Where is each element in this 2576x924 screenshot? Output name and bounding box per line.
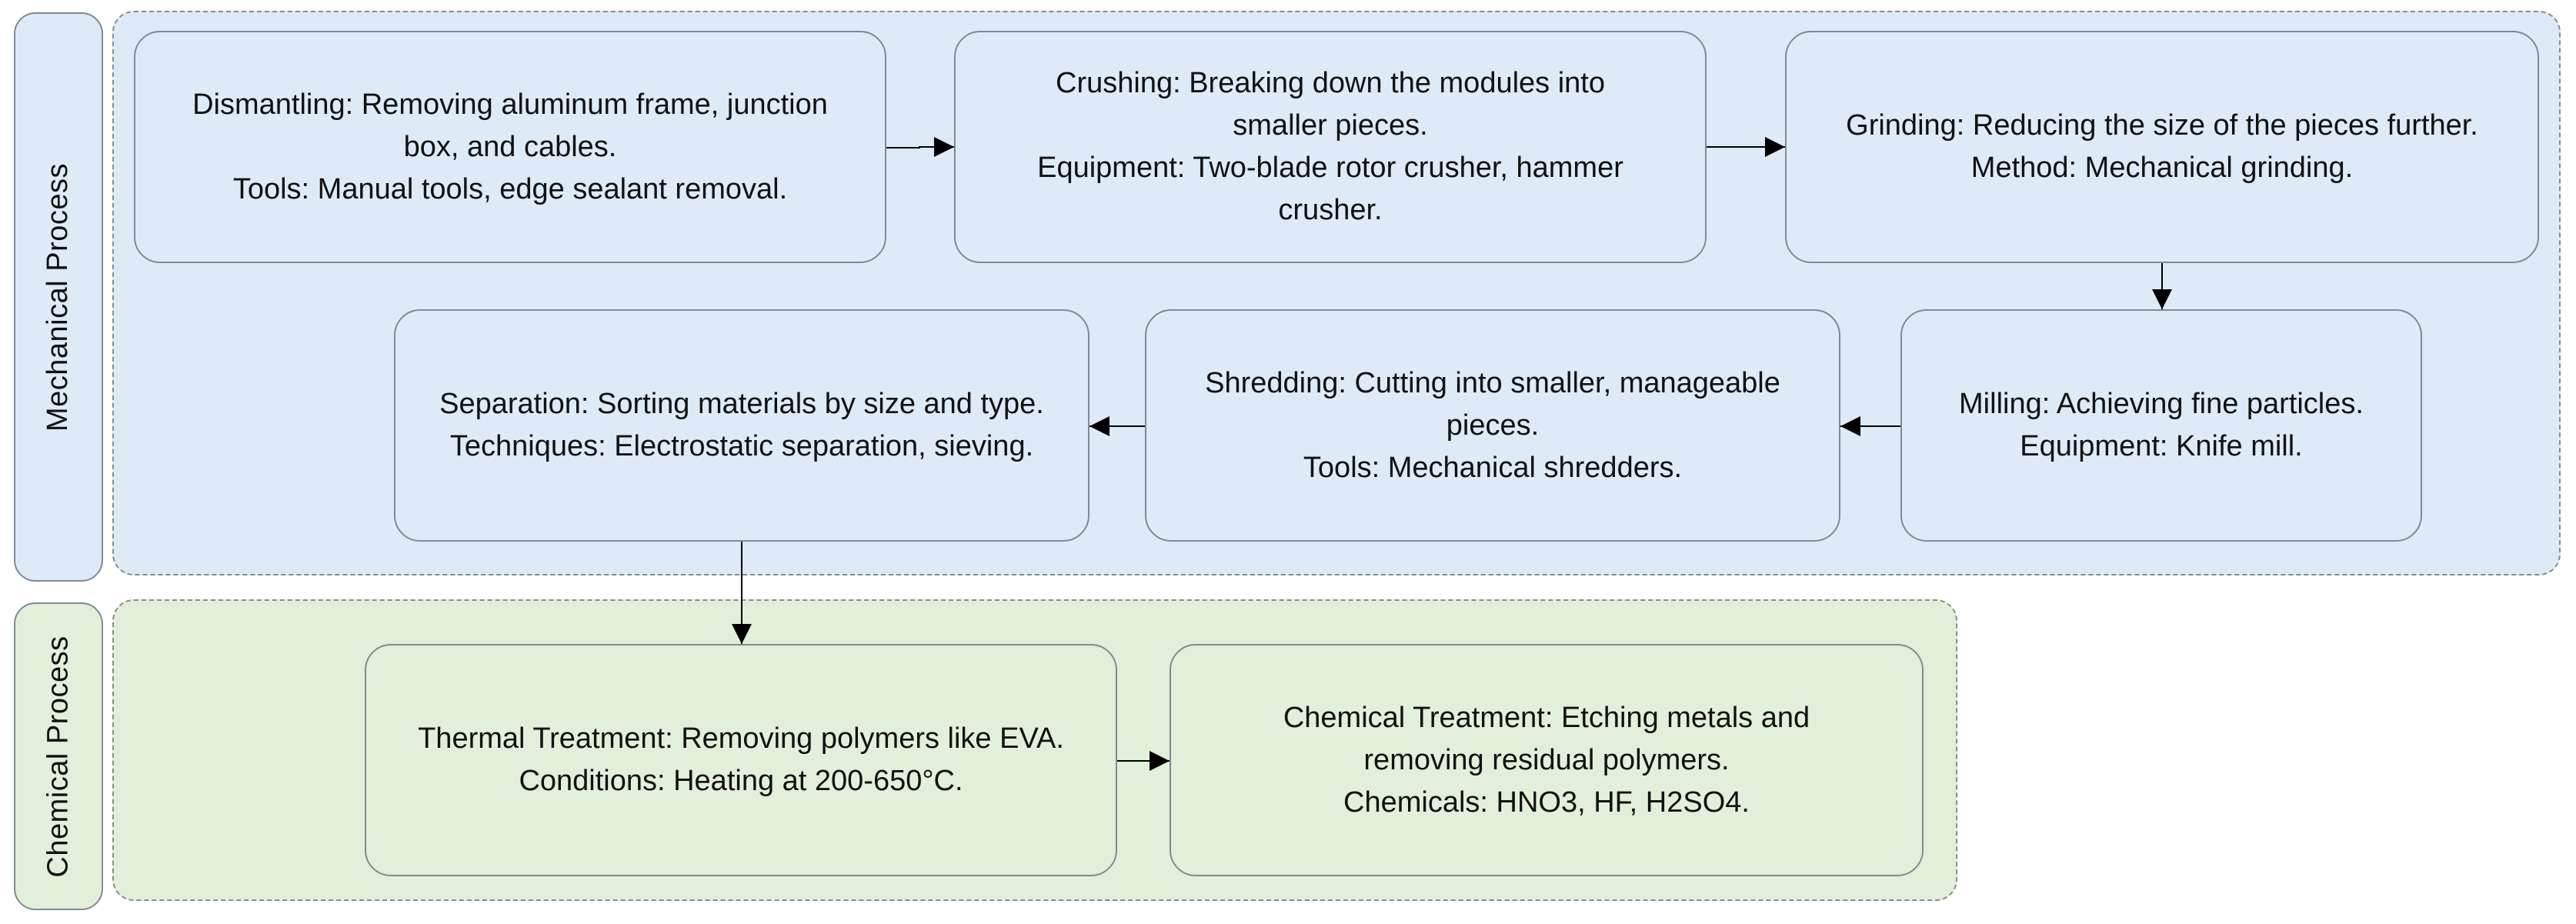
mechanical-process-lane-label: Mechanical Process	[14, 12, 103, 582]
chemical-process-label: Chemical Process	[42, 635, 75, 878]
step-crushing: Crushing: Breaking down the modules into…	[954, 31, 1707, 263]
step-grinding: Grinding: Reducing the size of the piece…	[1785, 31, 2539, 263]
step-thermal-treatment: Thermal Treatment: Removing polymers lik…	[365, 644, 1117, 876]
step-separation: Separation: Sorting materials by size an…	[394, 309, 1089, 542]
step-text-line: pieces.	[1446, 409, 1540, 442]
step-text-line: Equipment: Two-blade rotor crusher, hamm…	[1037, 152, 1623, 184]
step-text-line: smaller pieces.	[1233, 109, 1428, 142]
step-text-line: Chemicals: HNO3, HF, H2SO4.	[1343, 786, 1750, 819]
step-text-line: Thermal Treatment: Removing polymers lik…	[418, 722, 1064, 755]
step-text-line: Shredding: Cutting into smaller, managea…	[1205, 366, 1780, 399]
step-text-line: Method: Mechanical grinding.	[1970, 152, 2354, 184]
step-text-line: Dismantling: Removing aluminum frame, ju…	[192, 88, 828, 121]
step-text-line: Tools: Mechanical shredders.	[1303, 451, 1683, 484]
step-milling: Milling: Achieving fine particles. Equip…	[1900, 309, 2422, 542]
step-chemical-treatment: Chemical Treatment: Etching metals and r…	[1170, 644, 1924, 876]
step-text-line: removing residual polymers.	[1363, 743, 1730, 776]
step-text-line: Conditions: Heating at 200-650°C.	[519, 765, 963, 797]
step-text-line: Tools: Manual tools, edge sealant remova…	[232, 172, 788, 205]
step-text-line: Techniques: Electrostatic separation, si…	[449, 430, 1034, 462]
step-text-line: Grinding: Reducing the size of the piece…	[1846, 109, 2478, 142]
step-dismantling: Dismantling: Removing aluminum frame, ju…	[134, 31, 886, 263]
step-text-line: Chemical Treatment: Etching metals and	[1283, 701, 1810, 734]
step-text-line: crusher.	[1278, 194, 1383, 226]
step-shredding: Shredding: Cutting into smaller, managea…	[1145, 309, 1840, 542]
step-text-line: Separation: Sorting materials by size an…	[439, 388, 1044, 420]
step-text-line: box, and cables.	[403, 130, 617, 163]
step-text-line: Milling: Achieving fine particles.	[1959, 388, 2364, 420]
chemical-process-lane-label: Chemical Process	[14, 602, 103, 910]
step-text-line: Equipment: Knife mill.	[2020, 430, 2303, 462]
step-text-line: Crushing: Breaking down the modules into	[1056, 67, 1605, 99]
mechanical-process-label: Mechanical Process	[42, 162, 75, 432]
